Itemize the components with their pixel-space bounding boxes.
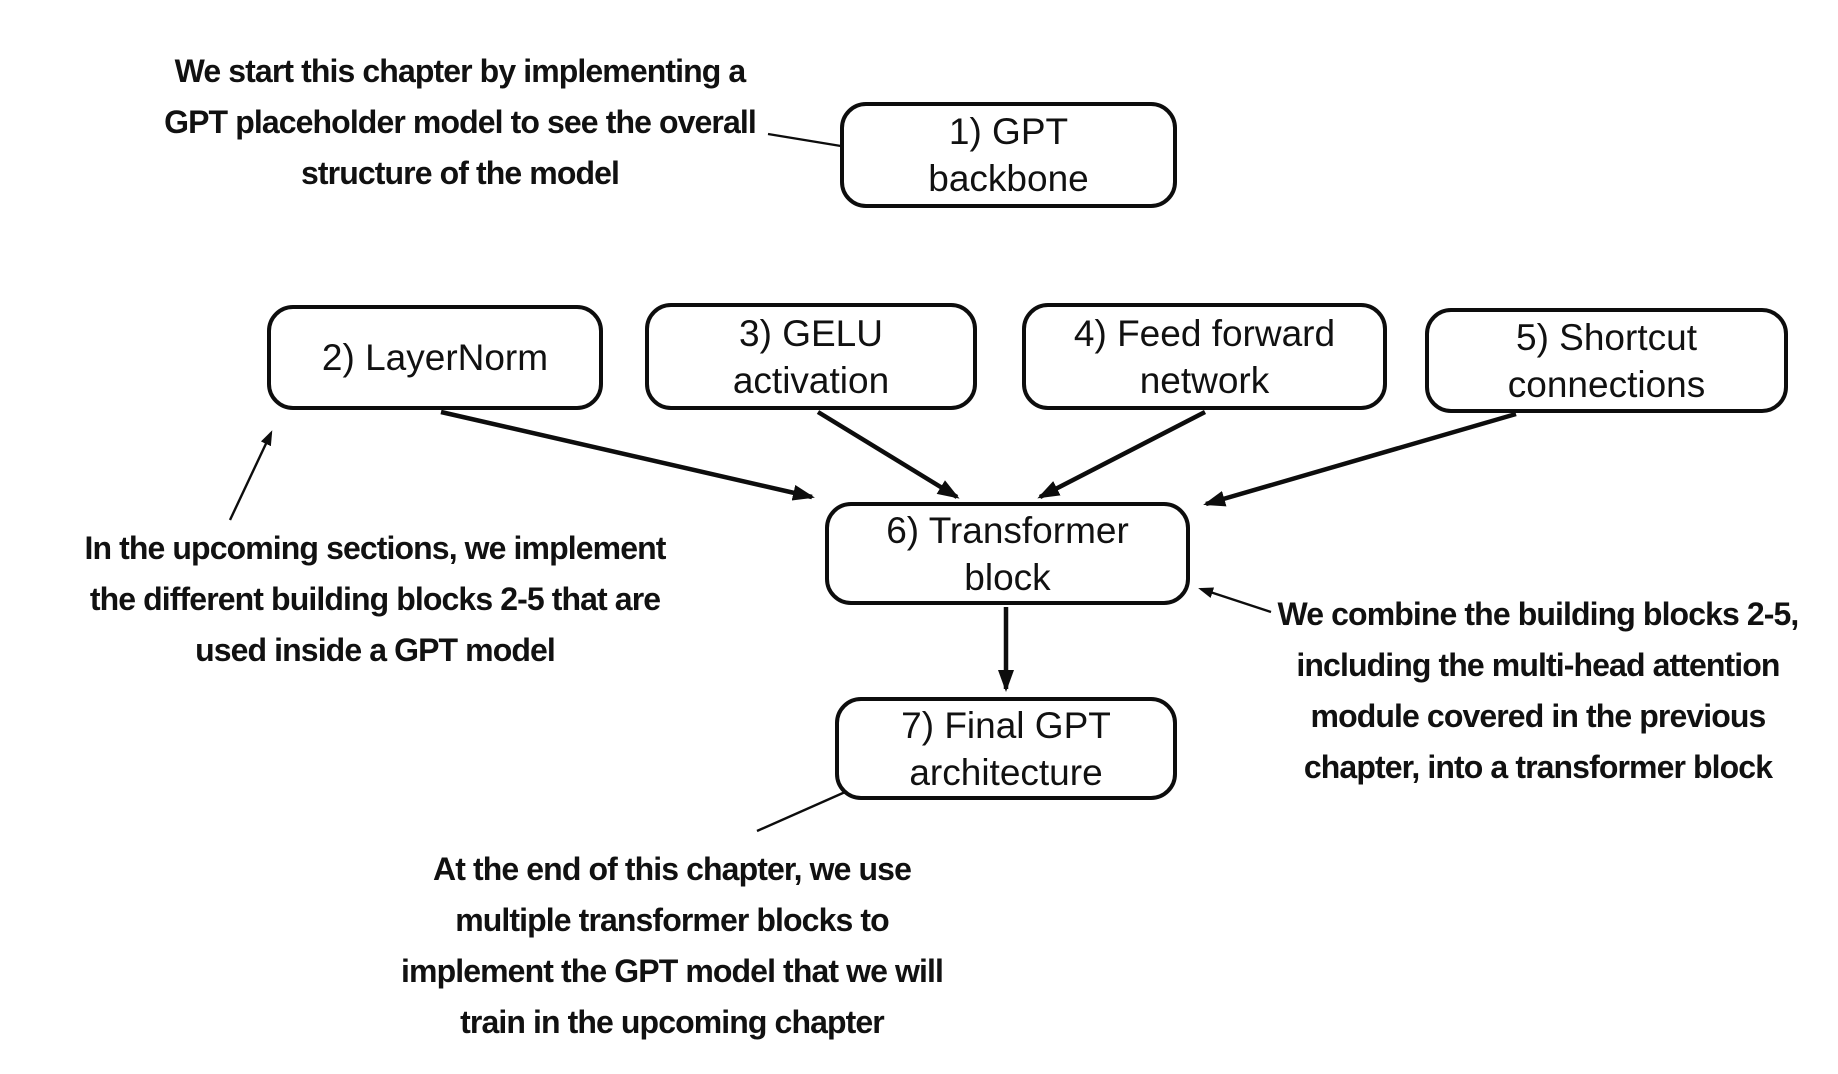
box-gpt-backbone: 1) GPT backbone (840, 102, 1177, 208)
box-feed-forward-network: 4) Feed forward network (1022, 303, 1387, 410)
arrow-note-to-layernorm (228, 430, 273, 521)
note-gpt-backbone: We start this chapter by implementing a … (164, 53, 757, 191)
note-building-blocks: In the upcoming sections, we implement t… (84, 530, 666, 668)
arrow-layernorm-to-transformer-block (440, 409, 815, 501)
arrow-note-to-gpt-backbone (767, 132, 856, 152)
note-transformer-block: We combine the building blocks 2-5, incl… (1277, 596, 1800, 785)
arrow-feed-forward-to-transformer-block (1037, 409, 1207, 500)
box-layernorm: 2) LayerNorm (267, 305, 603, 410)
arrow-note-to-transformer-block (1198, 587, 1272, 614)
box-shortcut-connections: 5) Shortcut connections (1425, 308, 1788, 413)
arrow-shortcut-to-transformer-block (1203, 411, 1517, 507)
note-final-architecture: At the end of this chapter, we use multi… (401, 851, 944, 1040)
box-transformer-block: 6) Transformer block (825, 502, 1190, 605)
box-gelu-activation: 3) GELU activation (645, 303, 977, 410)
box-final-gpt-architecture: 7) Final GPT architecture (835, 697, 1177, 800)
arrow-gelu-to-transformer-block (816, 410, 960, 499)
